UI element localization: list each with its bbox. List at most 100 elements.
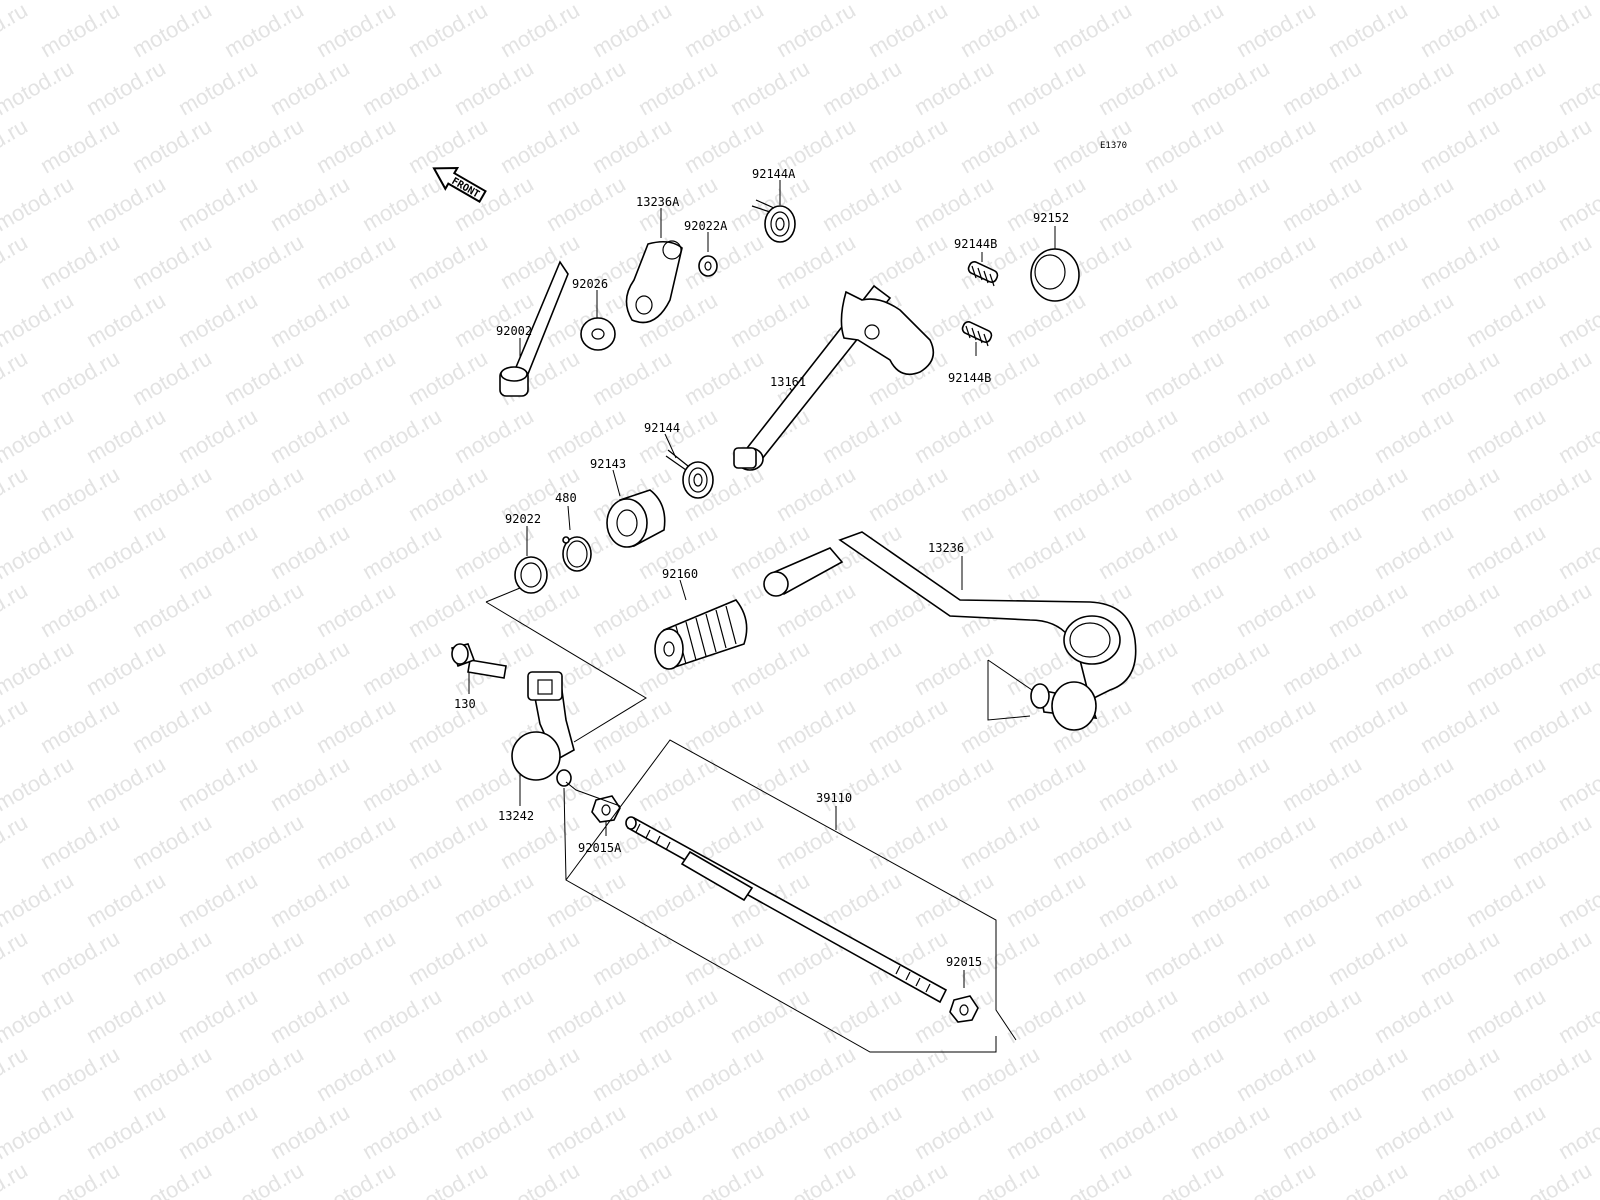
watermark-text: motod.ru [358,983,446,1048]
watermark-text: motod.ru [726,287,814,352]
watermark-text: motod.ru [588,345,676,410]
label-13236A: 13236A [636,195,680,209]
part-13242-tie-rod-joint [511,671,575,806]
watermark-text: motod.ru [634,1099,722,1164]
watermark-text: motod.ru [1416,693,1504,758]
watermark-text: motod.ru [1462,0,1550,4]
watermark-text: motod.ru [1416,809,1504,874]
watermark-text: motod.ru [0,55,78,120]
watermark-text: motod.ru [1048,1041,1136,1106]
watermark-text: motod.ru [1324,693,1412,758]
part-92160-pedal-rubber [654,579,748,670]
watermark-text: motod.ru [404,809,492,874]
watermark-text: motod.ru [220,229,308,294]
watermark-text: motod.ru [1232,693,1320,758]
watermark-text: motod.ru [818,55,906,120]
watermark-text: motod.ru [910,403,998,468]
watermark-text: motod.ru [1324,1157,1412,1200]
watermark-text: motod.ru [1462,751,1550,816]
watermark-text: motod.ru [634,0,722,4]
watermark-text: motod.ru [1278,1099,1366,1164]
watermark-text: motod.ru [680,693,768,758]
label-92022A: 92022A [684,219,728,233]
watermark-text: motod.ru [1554,287,1600,352]
watermark-text: motod.ru [1324,345,1412,410]
part-92022A-washer [698,232,718,277]
watermark-text: motod.ru [1094,287,1182,352]
watermark-text: motod.ru [1324,0,1412,62]
watermark-text: motod.ru [1094,403,1182,468]
watermark-text: motod.ru [1232,809,1320,874]
watermark-text: motod.ru [1140,809,1228,874]
watermark-text: motod.ru [0,0,32,62]
watermark-text: motod.ru [818,0,906,4]
watermark-text: motod.ru [864,1041,952,1106]
watermark-text: motod.ru [266,867,354,932]
watermark-text: motod.ru [128,0,216,62]
watermark-text: motod.ru [1508,113,1596,178]
watermark-text: motod.ru [588,1157,676,1200]
watermark-text: motod.ru [818,983,906,1048]
watermark-text: motod.ru [36,1157,124,1200]
watermark-text: motod.ru [1278,55,1366,120]
watermark-text: motod.ru [1186,171,1274,236]
watermark-text: motod.ru [36,693,124,758]
watermark-text: motod.ru [36,809,124,874]
watermark-text: motod.ru [0,229,32,294]
watermark-text: motod.ru [174,287,262,352]
watermark-text: motod.ru [312,1041,400,1106]
watermark-text: motod.ru [1140,1157,1228,1200]
watermark-text: motod.ru [1324,461,1412,526]
watermark-text: motod.ru [266,403,354,468]
watermark-text: motod.ru [1324,809,1412,874]
watermark-text: motod.ru [0,403,78,468]
watermark-text: motod.ru [0,809,32,874]
watermark-text: motod.ru [312,925,400,990]
watermark-text: motod.ru [220,345,308,410]
watermark-text: motod.ru [1554,519,1600,584]
watermark-text: motod.ru [0,925,32,990]
watermark-text: motod.ru [1048,461,1136,526]
label-92160: 92160 [662,567,698,581]
watermark-text: motod.ru [128,461,216,526]
watermark-text: motod.ru [1462,635,1550,700]
watermark-text: motod.ru [1140,925,1228,990]
watermark-text: motod.ru [1324,577,1412,642]
watermark-text: motod.ru [542,867,630,932]
watermark-text: motod.ru [772,809,860,874]
watermark-text: motod.ru [0,577,32,642]
watermark-text: motod.ru [726,983,814,1048]
watermark-text: motod.ru [220,1041,308,1106]
watermark-text: motod.ru [1232,1041,1320,1106]
watermark-text: motod.ru [1048,0,1136,62]
watermark-text: motod.ru [1094,0,1182,4]
watermark-text: motod.ru [910,1099,998,1164]
watermark-text: motod.ru [1186,287,1274,352]
watermark-text: motod.ru [634,55,722,120]
watermark-text: motod.ru [128,345,216,410]
watermark-text: motod.ru [0,461,32,526]
label-92002: 92002 [496,324,532,338]
watermark-text: motod.ru [404,1041,492,1106]
watermark-text: motod.ru [266,1099,354,1164]
watermark-text: motod.ru [1140,577,1228,642]
watermark-text: motod.ru [1508,925,1596,990]
watermark-text: motod.ru [818,403,906,468]
part-92144-spring [664,433,714,499]
watermark-text: motod.ru [1416,925,1504,990]
part-92144B-spring-bottom [961,321,993,356]
watermark-text: motod.ru [1094,751,1182,816]
watermark-text: motod.ru [36,345,124,410]
watermark-text: motod.ru [1140,1041,1228,1106]
watermark-text: motod.ru [1278,287,1366,352]
watermark-text: motod.ru [726,0,814,4]
label-130: 130 [454,697,476,711]
watermark-text: motod.ru [772,1041,860,1106]
watermark-text: motod.ru [956,693,1044,758]
watermark-text: motod.ru [1232,925,1320,990]
watermark-text: motod.ru [404,1157,492,1200]
watermark-text: motod.ru [726,55,814,120]
watermark-text: motod.ru [404,345,492,410]
watermark-text: motod.ru [312,693,400,758]
